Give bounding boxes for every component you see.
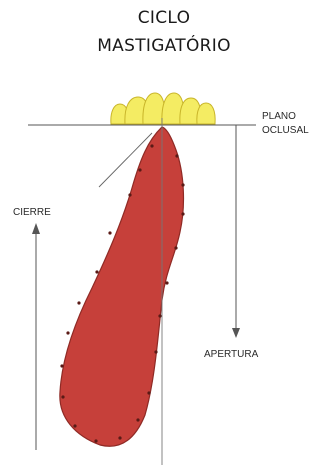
- tooth: [197, 103, 215, 124]
- masticatory-envelope: [60, 127, 184, 446]
- label-plano: PLANO: [262, 110, 296, 123]
- apertura-arrow-head: [232, 328, 240, 338]
- label-cierre: CIERRE: [13, 206, 51, 219]
- label-oclusal: OCLUSAL: [262, 124, 309, 137]
- teeth-row: [111, 93, 215, 124]
- cierre-arrow-head: [32, 223, 40, 234]
- label-apertura: APERTURA: [204, 348, 258, 361]
